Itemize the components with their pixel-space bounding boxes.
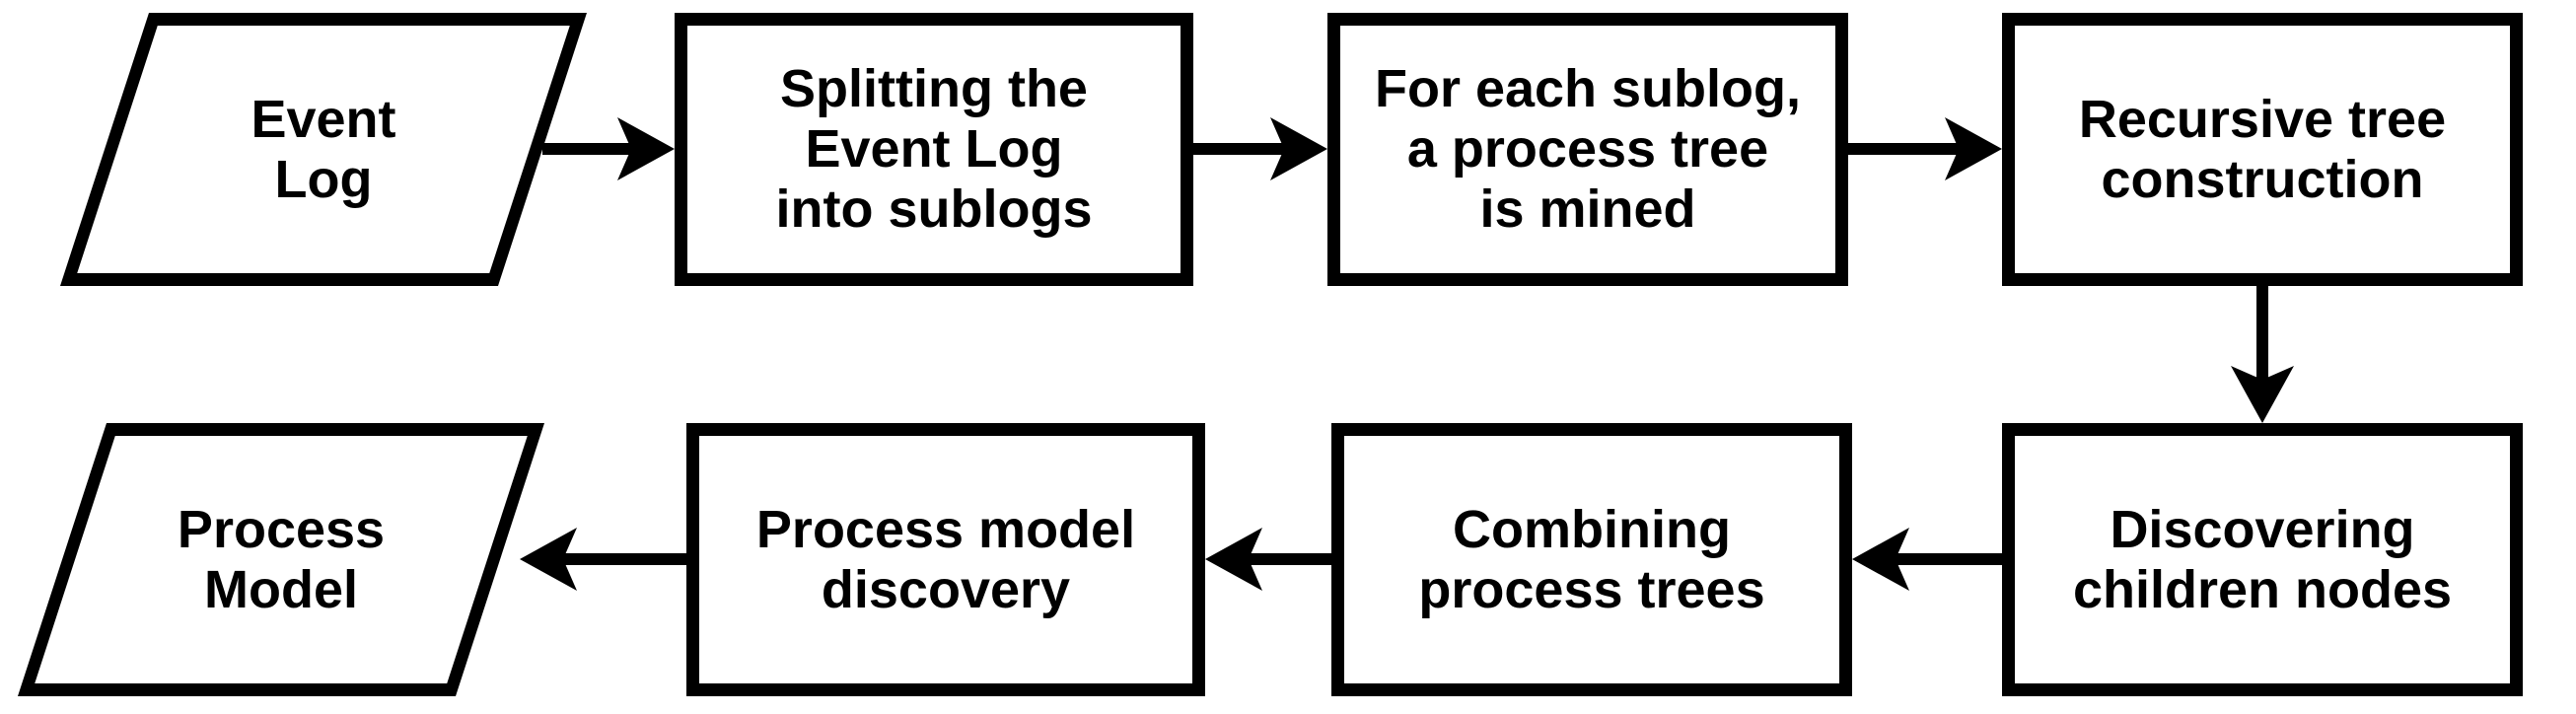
node-recursive-tree-construction: Recursive tree construction bbox=[2002, 13, 2523, 286]
node-process-model: Process Model bbox=[17, 423, 545, 696]
arrow-mine-to-recursive bbox=[1848, 117, 2002, 180]
arrow-splitting-to-mine bbox=[1193, 117, 1327, 180]
arrow-discovering-to-combining bbox=[1852, 528, 2002, 591]
node-discovering-children-nodes: Discovering children nodes bbox=[2002, 423, 2523, 696]
node-process-model-discovery: Process model discovery bbox=[686, 423, 1205, 696]
node-splitting-event-log: Splitting the Event Log into sublogs bbox=[675, 13, 1193, 286]
node-mine-process-tree: For each sublog, a process tree is mined bbox=[1327, 13, 1848, 286]
node-process-model-discovery-label: Process model discovery bbox=[755, 499, 1136, 619]
node-mine-process-tree-label: For each sublog, a process tree is mined bbox=[1374, 59, 1802, 239]
arrow-discovery-to-process-model bbox=[520, 528, 686, 591]
node-recursive-tree-construction-label: Recursive tree construction bbox=[2078, 89, 2447, 209]
arrow-recursive-to-discovering bbox=[2231, 286, 2294, 423]
node-combining-process-trees: Combining process trees bbox=[1331, 423, 1852, 696]
node-process-model-label: Process Model bbox=[177, 499, 386, 619]
node-discovering-children-nodes-label: Discovering children nodes bbox=[2072, 499, 2453, 619]
node-combining-process-trees-label: Combining process trees bbox=[1418, 499, 1765, 619]
arrow-event-log-to-splitting bbox=[542, 117, 675, 180]
node-splitting-event-log-label: Splitting the Event Log into sublogs bbox=[775, 59, 1093, 239]
node-event-log-label: Event Log bbox=[250, 89, 396, 209]
arrow-combining-to-discovery bbox=[1205, 528, 1331, 591]
node-event-log: Event Log bbox=[59, 13, 588, 286]
